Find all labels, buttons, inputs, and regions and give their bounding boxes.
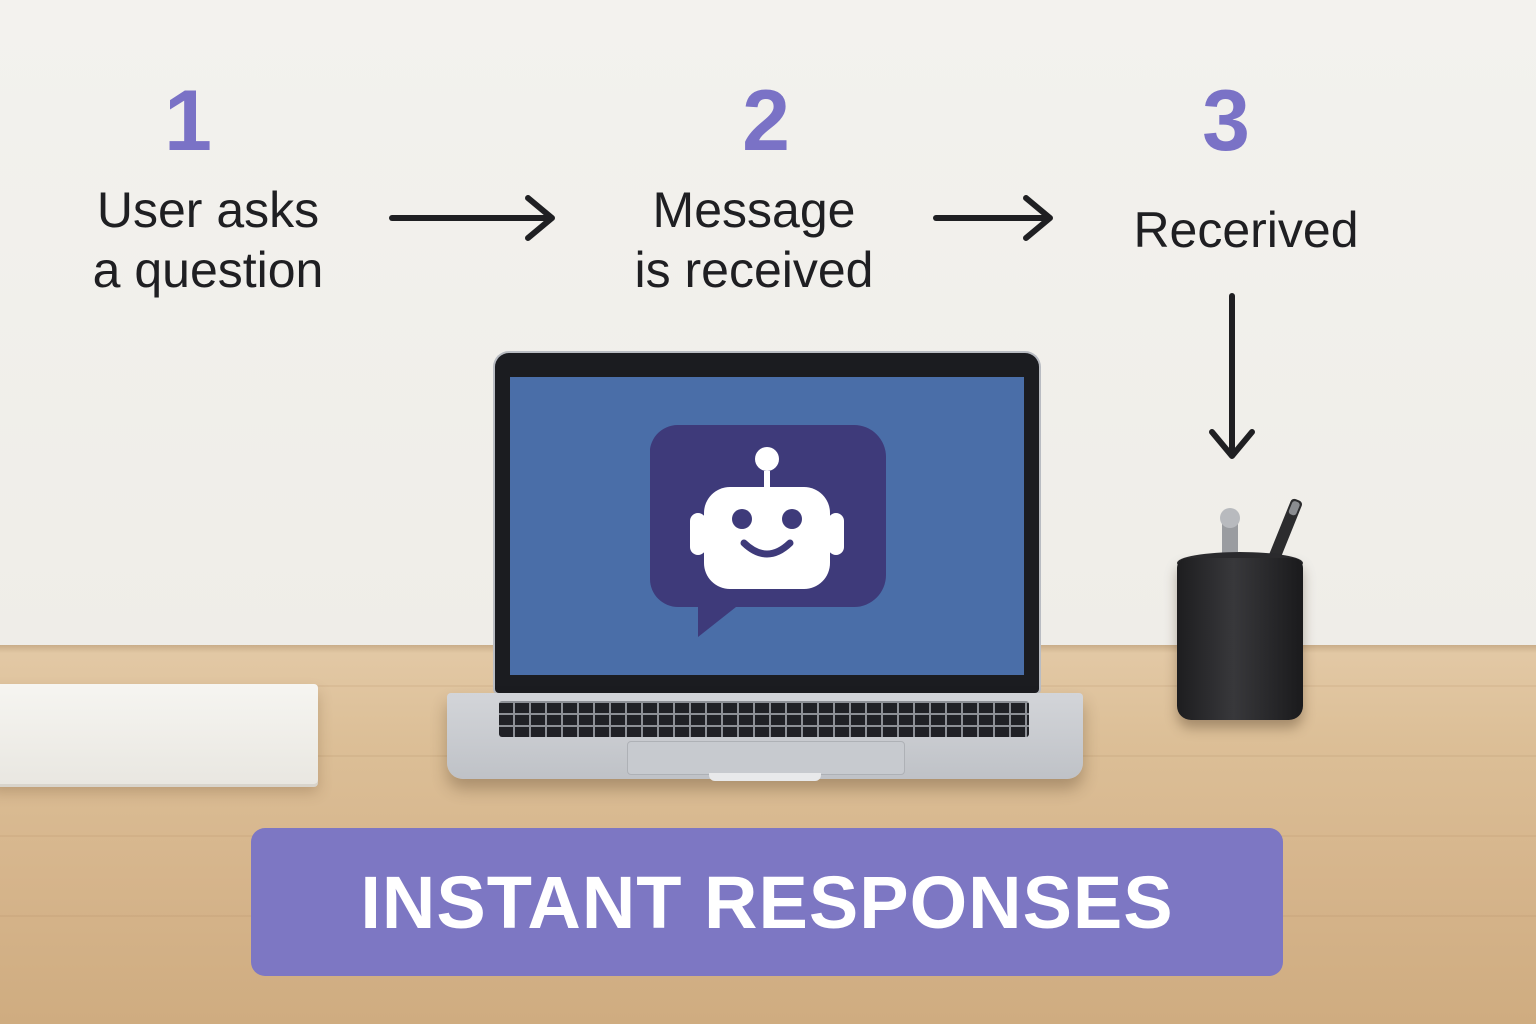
step-3-label-line-1: Recerived xyxy=(1133,202,1359,258)
arrow-right-icon xyxy=(389,195,555,241)
step-1-label-line-1: User asks xyxy=(96,182,320,238)
arrow-right-icon xyxy=(933,195,1053,241)
arrow-down-icon xyxy=(1209,293,1255,459)
robot-chat-icon xyxy=(650,425,886,637)
laptop-keyboard xyxy=(499,701,1029,737)
banner: INSTANT RESPONSES xyxy=(251,828,1283,976)
notebook xyxy=(0,684,318,784)
step-3-number: 3 xyxy=(1202,73,1250,169)
laptop-screen xyxy=(510,377,1024,675)
step-1-label-line-2: a question xyxy=(92,242,324,298)
laptop-base xyxy=(447,693,1083,781)
step-2-label: Message is received xyxy=(584,180,924,300)
step-3-label: Recerived xyxy=(1076,200,1416,260)
step-2-label-line-2: is received xyxy=(634,242,874,298)
step-2-number: 2 xyxy=(742,73,790,169)
laptop-lid xyxy=(495,353,1039,693)
step-1-number: 1 xyxy=(164,73,212,169)
laptop-trackpad xyxy=(627,741,905,775)
banner-text: INSTANT RESPONSES xyxy=(360,860,1174,944)
step-2-label-line-1: Message xyxy=(652,182,856,238)
pen-cup xyxy=(1177,558,1303,720)
laptop-notch xyxy=(709,773,821,781)
step-1-label: User asks a question xyxy=(38,180,378,300)
